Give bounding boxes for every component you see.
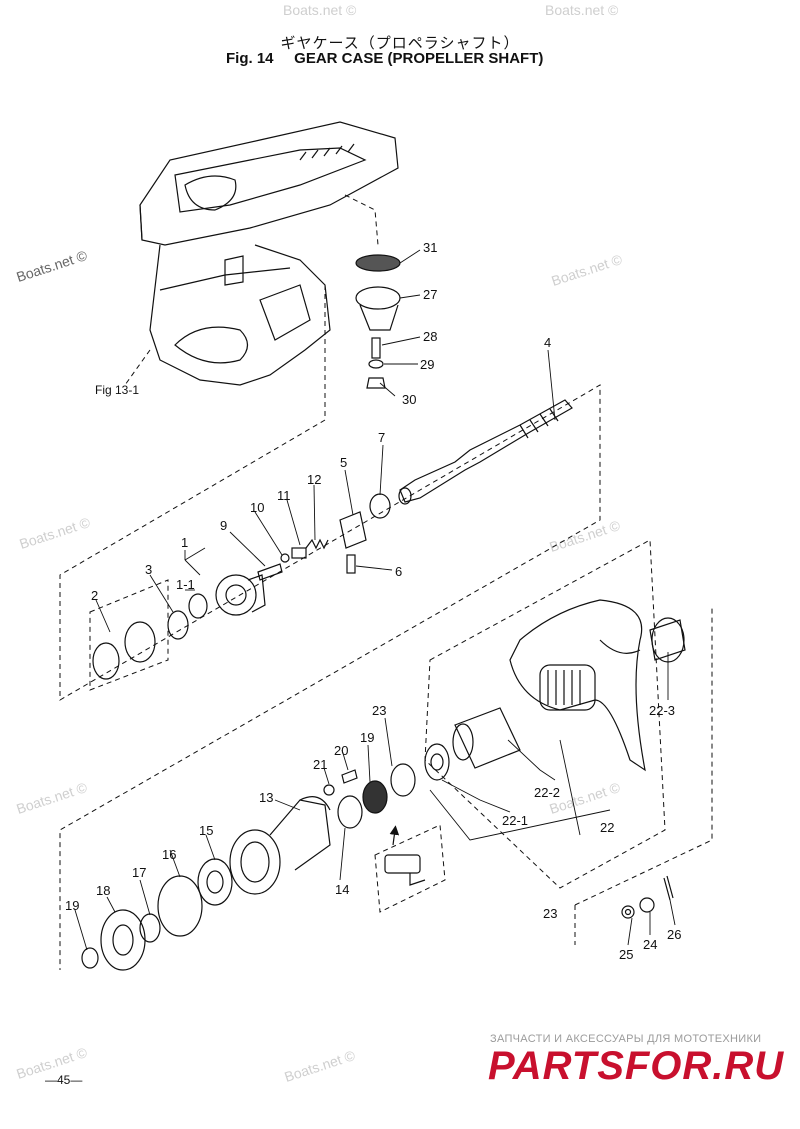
- figure-title-english: GEAR CASE (PROPELLER SHAFT): [294, 50, 544, 67]
- brand-logo: PARTSFOR.RU: [488, 1044, 785, 1088]
- part-callout: 9: [220, 518, 228, 533]
- part-callout: 13: [259, 790, 274, 805]
- part-callout: 23: [372, 703, 387, 718]
- part-callout: 5: [340, 455, 348, 470]
- part-callout: 18: [96, 883, 111, 898]
- part-callout: 22: [600, 820, 615, 835]
- part-callout: 3: [145, 562, 153, 577]
- part-callout: 22-3: [649, 703, 676, 718]
- part-callout: 21: [313, 757, 328, 772]
- part-callout: 22-2: [534, 785, 561, 800]
- part-callout: 20: [334, 743, 349, 758]
- brand-tagline: ЗАПЧАСТИ И АКСЕССУАРЫ ДЛЯ МОТОТЕХНИКИ: [490, 1033, 762, 1045]
- part-callout: 4: [544, 335, 552, 350]
- part-callout: 22-1: [502, 813, 529, 828]
- propeller-shaft: [398, 399, 573, 505]
- part-callout: 1: [181, 535, 189, 550]
- part-callout: 17: [132, 865, 147, 880]
- part-callout: 19: [360, 730, 375, 745]
- part-callout: 14: [335, 882, 350, 897]
- part-callout: 29: [420, 357, 435, 372]
- part-callout: 31: [423, 240, 438, 255]
- watermark: Boats.net ©: [283, 2, 357, 18]
- part-callout: 30: [402, 392, 417, 407]
- gear-case-housing: [139, 121, 399, 386]
- part-callout: 10: [250, 500, 265, 515]
- watermark: Boats.net ©: [545, 2, 619, 18]
- part-callout: 7: [378, 430, 386, 445]
- part-callout: 11: [277, 488, 291, 503]
- part-callout: 19: [65, 898, 80, 913]
- figure-title: Fig. 14 GEAR CASE (PROPELLER SHAFT): [226, 50, 543, 67]
- part-callout: 27: [423, 287, 438, 302]
- part-callout: 1-1: [176, 577, 195, 592]
- propeller: [509, 599, 646, 772]
- cross-reference-label: Fig 13-1: [95, 383, 140, 397]
- bearing-housing: [229, 796, 331, 895]
- part-callout: 6: [395, 564, 403, 579]
- part-callout: 23: [543, 906, 558, 921]
- page-number: —45—: [45, 1073, 83, 1087]
- figure-number: Fig. 14: [226, 50, 274, 67]
- part-callout: 26: [667, 927, 682, 942]
- part-callout: 24: [643, 937, 658, 952]
- part-callout: 15: [199, 823, 214, 838]
- part-callout: 2: [91, 588, 99, 603]
- part-callout: 12: [307, 472, 322, 487]
- part-callout: 25: [619, 947, 634, 962]
- figure-title-japanese: ギヤケース（プロペラシャフト）: [280, 34, 520, 52]
- part-callout: 16: [162, 847, 177, 862]
- part-callout: 28: [423, 329, 438, 344]
